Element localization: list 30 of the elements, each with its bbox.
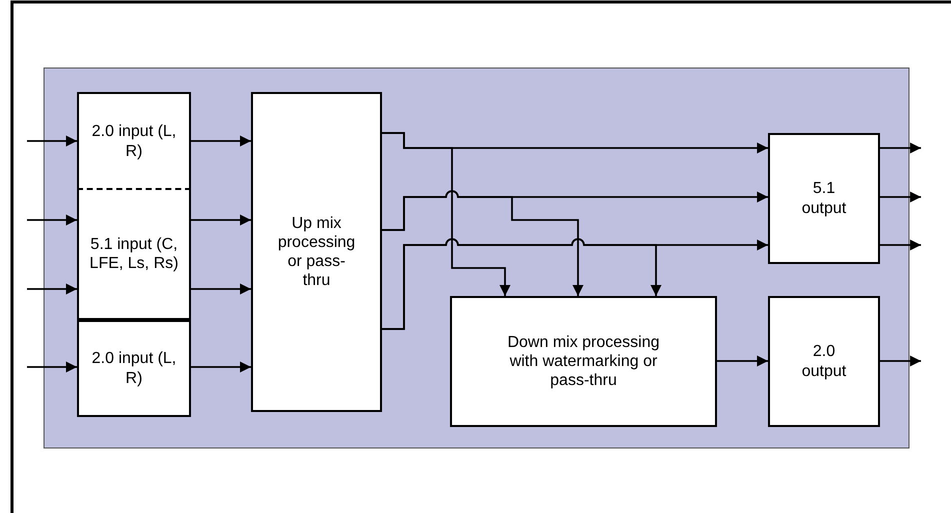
arrow [27, 136, 77, 146]
process-box [768, 296, 880, 427]
arrow [880, 356, 921, 366]
arrow [27, 284, 77, 294]
arrow [191, 284, 251, 294]
box-label: 2.0 input (L, R) [90, 349, 178, 388]
arrow [880, 240, 921, 250]
process-box [77, 188, 191, 320]
arrow [191, 214, 251, 226]
arrow [880, 142, 921, 154]
process-box [450, 296, 717, 427]
arrow [27, 214, 77, 226]
arrow [382, 132, 510, 296]
box-label: 5.1 output [800, 179, 848, 218]
box-label: 2.0 input (L, R) [90, 122, 178, 161]
arrow [27, 362, 77, 372]
process-box [251, 92, 382, 412]
arrow [880, 192, 921, 202]
arrow [717, 356, 768, 366]
arrow [382, 190, 584, 296]
box-label: 5.1 input (C, LFE, Ls, Rs) [89, 234, 179, 274]
box-label: 2.0 output [800, 342, 848, 381]
box-label: Down mix processing with watermarking or pass-thru [506, 332, 661, 390]
arrow [191, 362, 251, 372]
box-label: Up mix processing or pass-thru [276, 214, 356, 290]
arrow [382, 238, 662, 330]
process-box [768, 133, 880, 264]
process-box [77, 92, 191, 189]
arrow [191, 136, 251, 146]
process-box [77, 320, 191, 417]
